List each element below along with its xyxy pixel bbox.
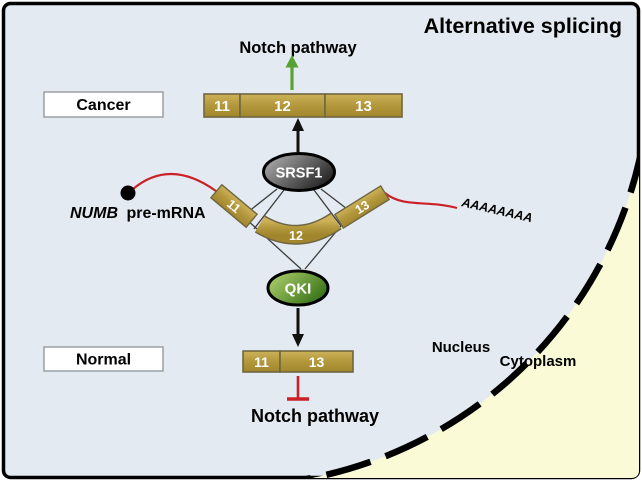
cancer-label-box: Cancer (43, 91, 164, 118)
srsf1-binding-line-right-inner (313, 189, 342, 227)
numb-pre-mrna-label: NUMB pre-mRNA (70, 205, 206, 222)
normal-label: Normal (76, 352, 131, 369)
normal-exon-13-label: 13 (309, 354, 325, 370)
normal-mrna-bar: 11 13 (242, 350, 354, 373)
pre-mrna-exon-13: 13 (333, 184, 391, 230)
pre-mrna-line-3prime (384, 192, 458, 210)
qki-skipping-arrow (292, 308, 304, 347)
srsf1-binding-line-left-inner (253, 189, 285, 230)
srsf1-inclusion-arrow (292, 118, 304, 152)
qki-splice-line-left (245, 218, 302, 270)
pre-mrna-exon-12: 12 (254, 212, 342, 245)
srsf1-label: SRSF1 (276, 166, 323, 182)
cancer-mrna-bar: 11 12 13 (203, 93, 403, 118)
cancer-mrna-exon-13 (324, 93, 403, 118)
qki-label: QKI (285, 281, 312, 298)
normal-mrna-exon-13 (279, 350, 354, 373)
normal-exon-11-label: 11 (254, 354, 269, 370)
cytoplasm-label: Cytoplasm (500, 353, 577, 370)
cancer-exon-11-label: 11 (214, 98, 230, 115)
qki-protein: QKI (266, 269, 330, 307)
notch-pathway-bottom-label: Notch pathway (251, 406, 379, 426)
srsf1-protein: SRSF1 (262, 152, 336, 192)
figure-title: Alternative splicing (424, 14, 622, 38)
numb-gene-name: NUMB (70, 205, 118, 222)
cancer-exon-13-label: 13 (355, 98, 372, 115)
nucleus-label: Nucleus (432, 339, 490, 356)
cytoplasm-region (295, 148, 639, 478)
pre-mrna-line-5prime (132, 172, 217, 192)
five-prime-cap-dot (120, 185, 136, 201)
notch-pathway-top-label: Notch pathway (239, 39, 357, 57)
pre-mrna-exon-11: 11 (209, 183, 259, 229)
pre-mrna-exon-13-label: 13 (353, 198, 372, 217)
inhibition-tbar (287, 376, 309, 401)
pre-mrna-suffix: pre-mRNA (122, 205, 206, 222)
nuclear-envelope-dashed-boundary (294, 147, 639, 478)
cancer-label: Cancer (76, 97, 130, 114)
cancer-exon-12-label: 12 (274, 98, 291, 115)
activation-arrow-green (285, 55, 299, 90)
normal-label-box: Normal (43, 346, 164, 372)
pre-mrna-exon-12-label: 12 (289, 229, 303, 243)
